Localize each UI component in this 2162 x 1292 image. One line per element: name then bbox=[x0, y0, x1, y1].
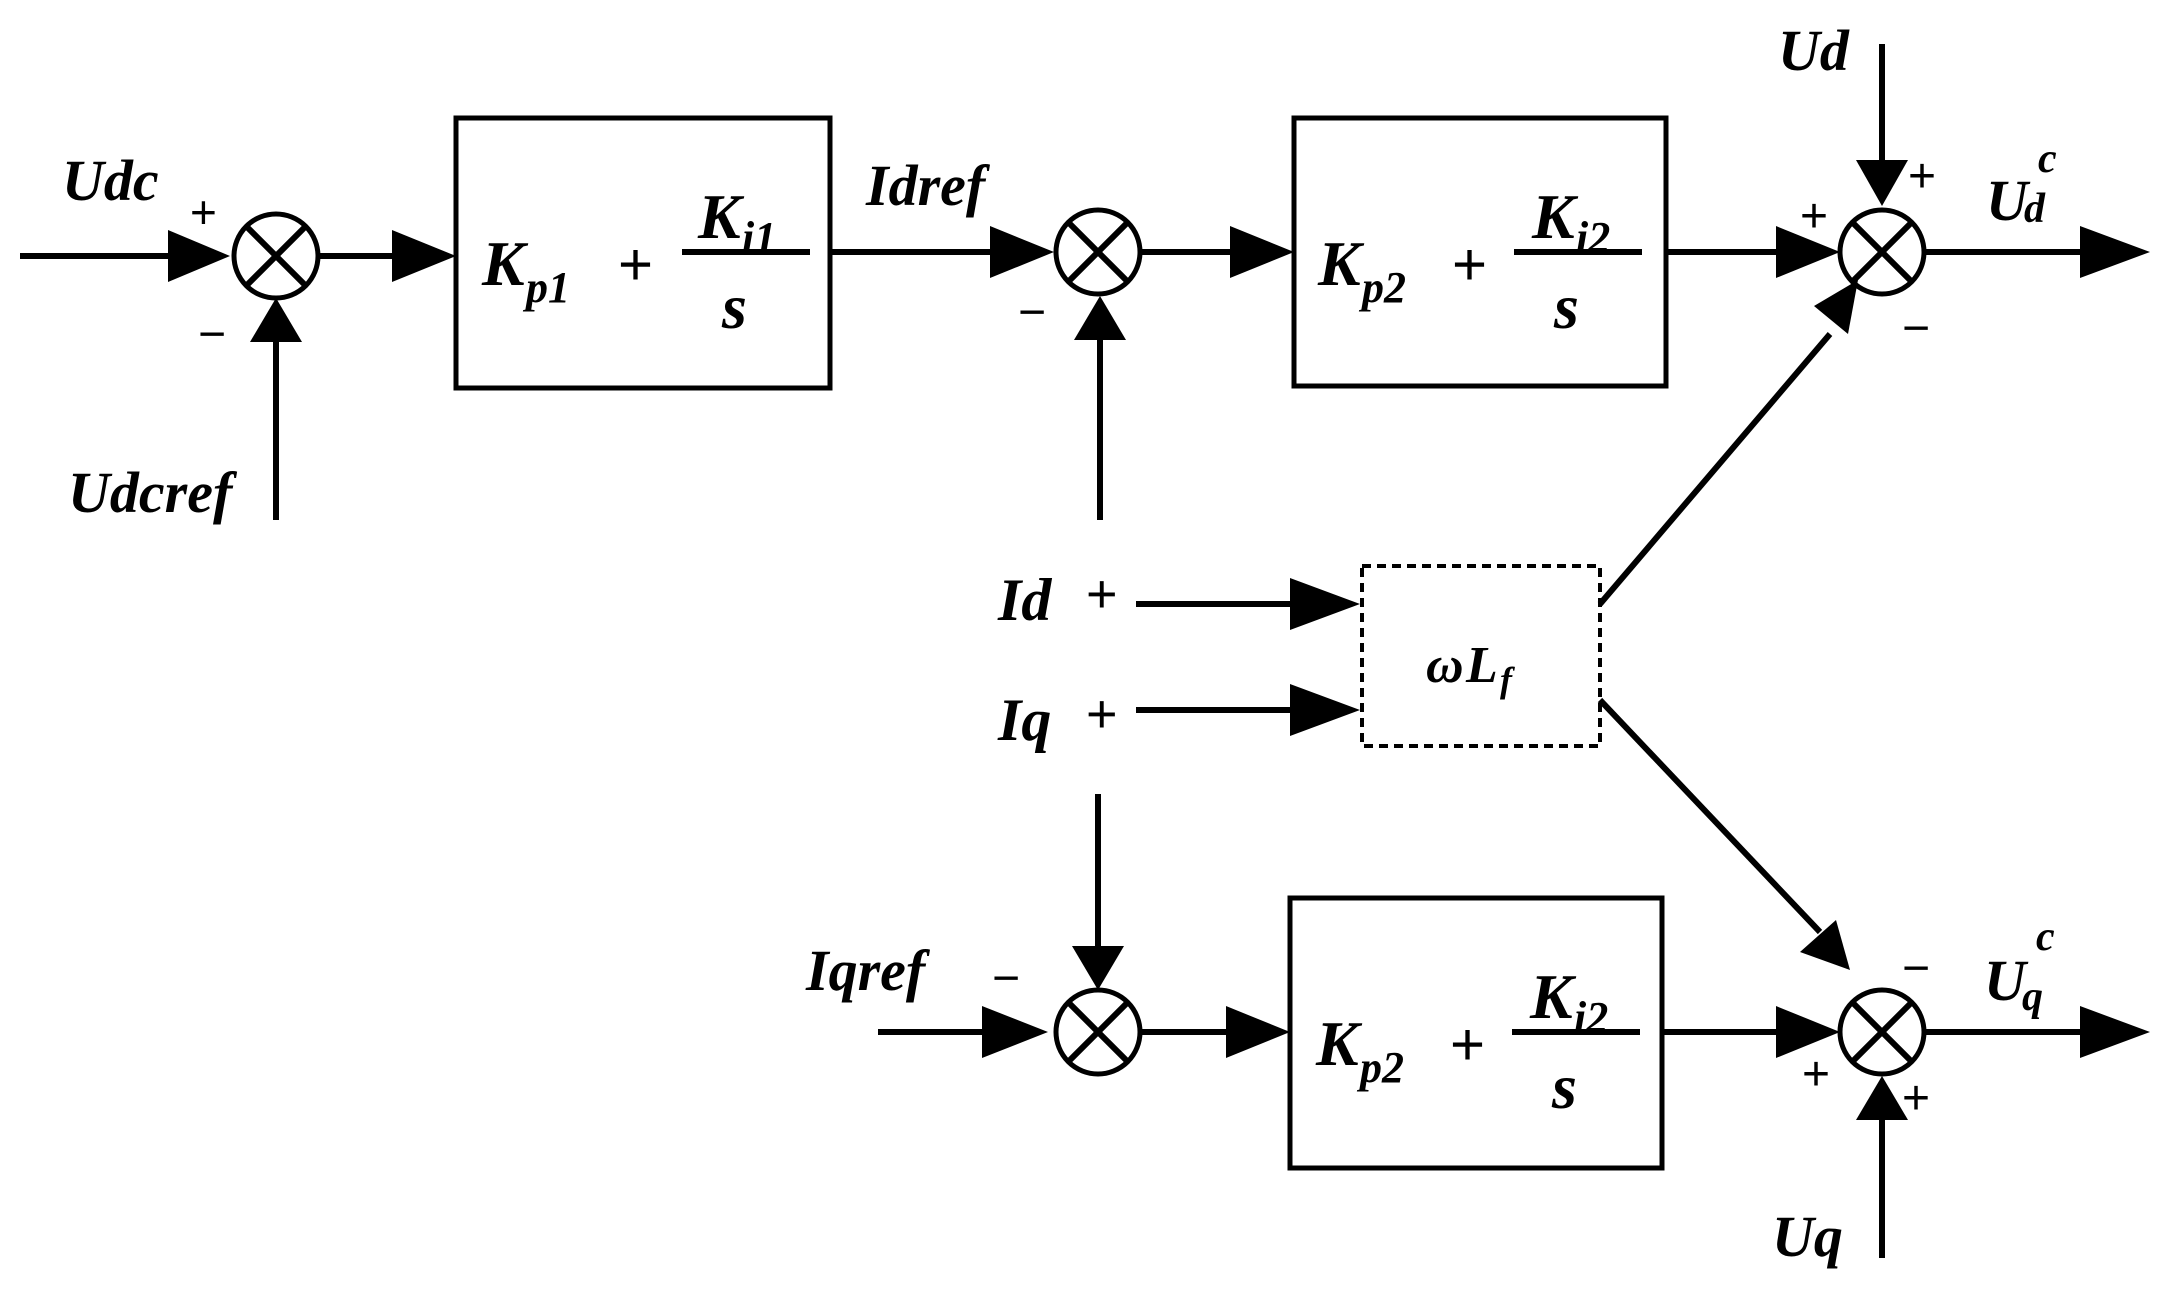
pi2d-num: K bbox=[1531, 181, 1579, 252]
label-udc: Udc bbox=[62, 148, 159, 213]
wire-uqc-output bbox=[1924, 1006, 2150, 1058]
coupling-l-sub: f bbox=[1500, 660, 1515, 700]
wire-sum4-to-pi2q bbox=[1140, 1006, 1290, 1058]
wire-udc-input bbox=[20, 230, 230, 282]
label-iqref: Iqref bbox=[805, 938, 931, 1003]
wire-sum2-to-pi2d bbox=[1140, 226, 1294, 278]
wire-sum1-to-pi1 bbox=[318, 230, 456, 282]
sign-sum3-minus: − bbox=[1902, 302, 1930, 355]
sign-sum4-minus: − bbox=[992, 952, 1020, 1005]
label-uq-c-sup: c bbox=[2036, 914, 2055, 960]
sign-sum5-minus: − bbox=[1902, 942, 1930, 995]
pi2q-kp: K bbox=[1315, 1008, 1363, 1079]
sign-id-plus: + bbox=[1086, 564, 1118, 624]
pi1-kp: K bbox=[481, 228, 529, 299]
wire-coupling-to-sum3 bbox=[1597, 280, 1858, 606]
pi-controller-voltage: K p1 + K i1 s bbox=[453, 115, 833, 391]
label-id: Id bbox=[997, 567, 1052, 633]
pi2d-plus: + bbox=[1452, 231, 1487, 298]
wire-iq-feedback-q bbox=[1072, 794, 1124, 990]
pi-controller-current-q: K p2 + K i2 s bbox=[1287, 895, 1665, 1171]
label-ud: Ud bbox=[1778, 18, 1850, 83]
pi1-kp-sub: p1 bbox=[522, 263, 570, 312]
pi1-plus: + bbox=[618, 231, 653, 298]
label-iq: Iq bbox=[997, 687, 1051, 753]
label-udcref: Udcref bbox=[68, 460, 238, 525]
pi2d-kp: K bbox=[1317, 228, 1365, 299]
wire-udc-output bbox=[1924, 226, 2150, 278]
wire-pi2d-to-sum3 bbox=[1666, 226, 1840, 278]
label-uq-c-sub: q bbox=[2022, 974, 2043, 1020]
label-uq: Uq bbox=[1772, 1204, 1843, 1269]
label-ud-c: U bbox=[1986, 168, 2031, 233]
coupling-l: L bbox=[1465, 637, 1498, 694]
wire-iq-to-coupling bbox=[1136, 684, 1360, 736]
wire-coupling-to-sum5 bbox=[1597, 697, 1850, 970]
sign-sum5-plus-bottom: + bbox=[1902, 1072, 1930, 1125]
sum-junction-3 bbox=[1837, 207, 1927, 297]
wire-iqref-input bbox=[878, 1006, 1048, 1058]
wire-pi1-to-sum2 bbox=[830, 226, 1054, 278]
pi-controller-current-d: K p2 + K i2 s bbox=[1291, 115, 1669, 389]
label-ud-c-sub: d bbox=[2024, 186, 2046, 232]
pi2q-kp-sub: p2 bbox=[1356, 1043, 1404, 1092]
wire-ud-input bbox=[1856, 44, 1908, 206]
sum-junction-5 bbox=[1837, 987, 1927, 1077]
pi2q-num: K bbox=[1529, 961, 1577, 1032]
coupling-omega: ω bbox=[1426, 637, 1464, 694]
sum-junction-1 bbox=[231, 211, 321, 301]
sum-junction-4 bbox=[1053, 987, 1143, 1077]
sign-iq-plus: + bbox=[1086, 684, 1118, 744]
label-idref: Idref bbox=[865, 153, 991, 218]
sum-junction-2 bbox=[1053, 207, 1143, 297]
sign-sum1-plus: + bbox=[190, 186, 217, 238]
wire-pi2q-to-sum5 bbox=[1662, 1006, 1840, 1058]
wire-uq-input bbox=[1856, 1076, 1908, 1258]
sign-sum5-plus-left: + bbox=[1802, 1048, 1830, 1101]
pi2d-kp-sub: p2 bbox=[1358, 263, 1406, 312]
pi1-den: s bbox=[721, 271, 747, 342]
wire-id-to-coupling bbox=[1136, 578, 1360, 630]
pi2d-den: s bbox=[1553, 271, 1579, 342]
sign-sum2-minus: − bbox=[1018, 286, 1046, 339]
sign-sum1-minus: − bbox=[198, 308, 226, 361]
label-uq-c: U bbox=[1984, 948, 2029, 1013]
sign-sum3-plus-top: + bbox=[1908, 150, 1936, 203]
pi2q-den: s bbox=[1551, 1051, 1577, 1122]
pi2q-plus: + bbox=[1450, 1011, 1485, 1078]
wire-id-feedback-d bbox=[1074, 296, 1126, 520]
sign-sum3-plus-left: + bbox=[1800, 190, 1828, 243]
wire-udcref-input bbox=[250, 298, 302, 520]
pi1-num: K bbox=[697, 181, 745, 252]
label-ud-c-sup: c bbox=[2038, 136, 2057, 182]
decoupling-block: ω L f bbox=[1360, 564, 1602, 748]
